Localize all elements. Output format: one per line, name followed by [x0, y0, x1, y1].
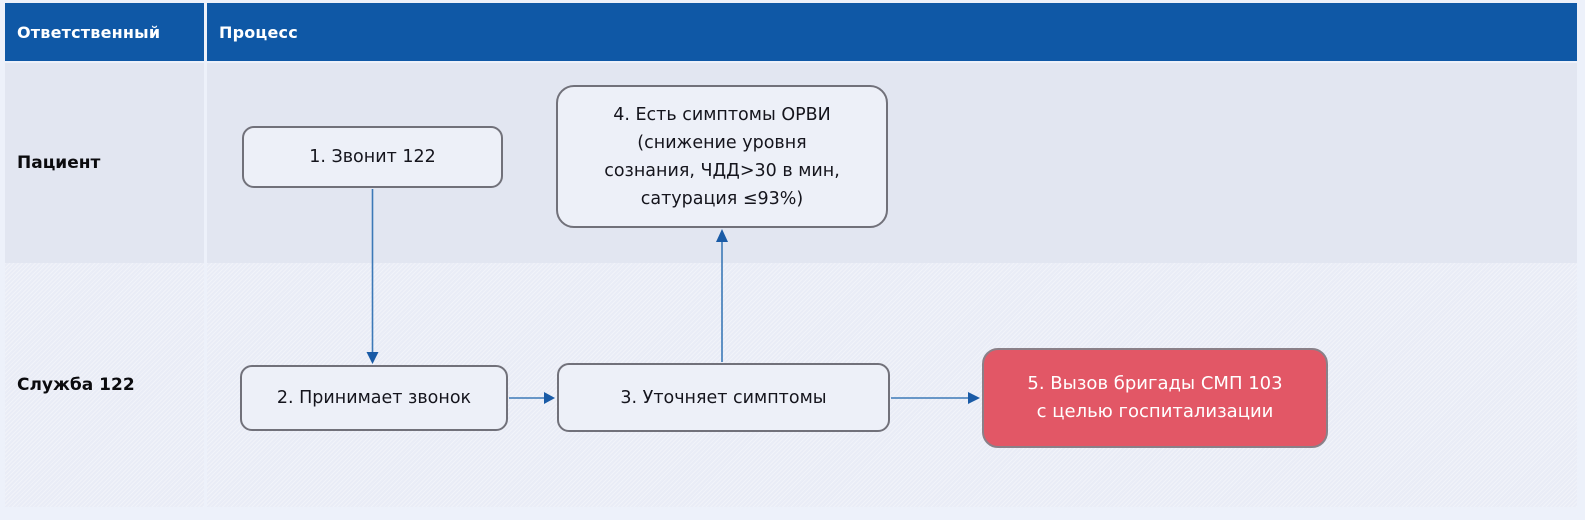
lane-patient-label-cell: Пациент	[5, 63, 204, 263]
node-2-receives-call: 2. Принимает звонок	[240, 365, 508, 431]
lane-service-122-label: Служба 122	[17, 375, 135, 395]
header-process-label: Процесс	[219, 22, 298, 42]
lane-service-122-label-cell: Служба 122	[5, 263, 204, 507]
lane-patient-label: Пациент	[17, 153, 101, 173]
lane-service-122: Служба 122	[5, 263, 1577, 507]
node-4-orvi-symptoms: 4. Есть симптомы ОРВИ (снижение уровня с…	[556, 85, 888, 228]
header-cell-responsible: Ответственный	[5, 3, 204, 61]
table-header-row: Ответственный Процесс	[5, 3, 1577, 61]
header-cell-process: Процесс	[207, 3, 1577, 61]
node-5-call-ambulance: 5. Вызов бригады СМП 103 с целью госпита…	[982, 348, 1328, 448]
node-1-calls-122: 1. Звонит 122	[242, 126, 503, 188]
node-3-clarifies-symptoms: 3. Уточняет симптомы	[557, 363, 890, 432]
header-responsible-label: Ответственный	[17, 22, 161, 42]
